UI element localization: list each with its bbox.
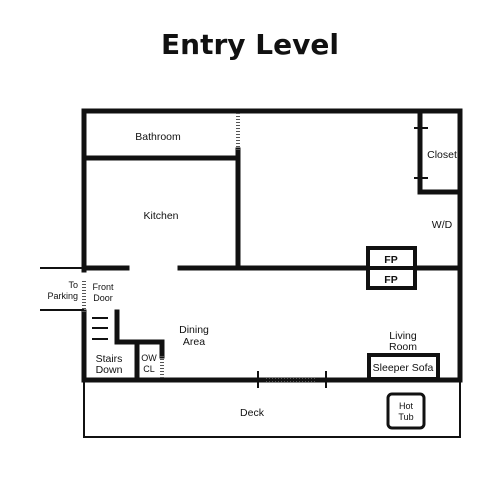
deck-outline — [83, 379, 461, 438]
dining-area-label-line2: Area — [183, 336, 205, 348]
fireplace-bottom-label: FP — [384, 274, 397, 286]
page-title: Entry Level — [161, 28, 339, 61]
ow-closet-label-line2: CL — [143, 364, 155, 374]
front-door-label-line2: Door — [93, 293, 113, 303]
to-parking-label-line1: To — [68, 280, 78, 290]
hot-tub-box — [386, 392, 426, 430]
closet-door-marks — [414, 127, 428, 179]
stair-treads — [92, 317, 108, 340]
fireplace-top-label: FP — [384, 254, 397, 266]
stairs-down-label-line1: Stairs — [96, 353, 123, 365]
sleeper-sofa-box — [367, 353, 440, 381]
hot-tub-label-line2: Tub — [398, 412, 413, 422]
hot-tub-label-line1: Hot — [399, 401, 414, 411]
kitchen-label: Kitchen — [143, 210, 178, 222]
living-room-label-line2: Room — [389, 341, 417, 353]
dining-area-label-line1: Dining — [179, 324, 209, 336]
living-room-label-line1: Living — [389, 330, 417, 342]
bathroom-label: Bathroom — [135, 131, 181, 143]
sleeper-sofa-label: Sleeper Sofa — [373, 362, 434, 374]
wd-label: W/D — [432, 219, 453, 231]
ow-closet-label-line1: OW — [141, 353, 157, 363]
closet-label: Closet — [427, 149, 457, 161]
to-parking-label-line2: Parking — [47, 291, 78, 301]
front-door-label-line1: Front — [92, 282, 114, 292]
deck-label: Deck — [240, 407, 265, 419]
stairs-down-label-line2: Down — [96, 364, 123, 376]
